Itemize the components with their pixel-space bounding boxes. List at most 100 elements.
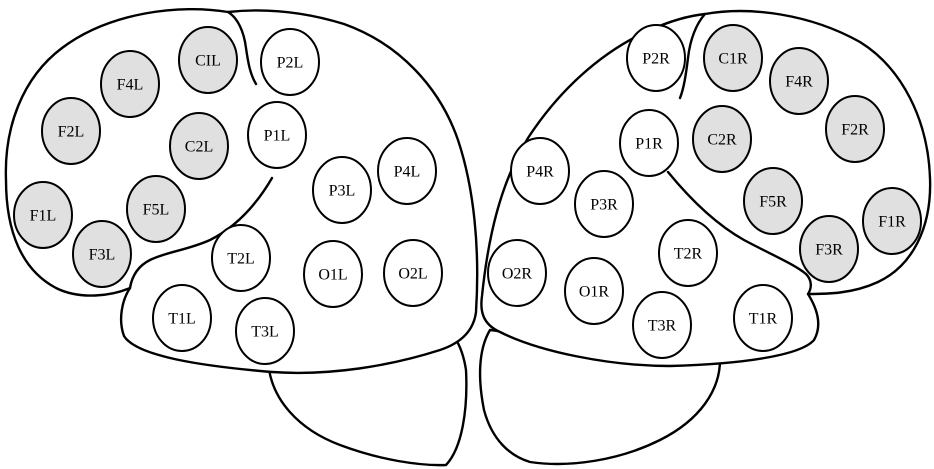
electrode-t3l: T3L [235, 297, 295, 365]
electrode-label-p2r: P2R [642, 51, 670, 68]
electrode-marker-p3l [312, 156, 372, 224]
electrode-label-o2r: O2R [502, 266, 533, 283]
left-sylvian-fissure [128, 176, 274, 290]
electrode-marker-t1l [152, 284, 212, 352]
electrode-label-cil: CIL [195, 53, 221, 70]
electrode-p2l: P2L [260, 28, 320, 96]
electrode-marker-f2r [825, 95, 885, 163]
electrode-label-f3l: F3L [89, 247, 116, 264]
electrode-marker-f1l [13, 181, 73, 249]
electrode-f3l: F3L [72, 220, 132, 288]
left-electrode-group: CIL P2L F4L F2L P1L C2L P4L P3L F1L F5L F3L T2L O1L O… [13, 26, 443, 365]
electrode-label-p1r: P1R [635, 136, 663, 153]
electrode-f4r: F4R [769, 47, 829, 115]
electrode-p1r: P1R [619, 109, 679, 177]
electrode-label-f3r: F3R [815, 242, 843, 259]
electrode-label-p1l: P1L [264, 128, 291, 145]
electrode-marker-f3l [72, 220, 132, 288]
electrode-marker-cil [178, 26, 238, 94]
electrode-p4l: P4L [377, 137, 437, 205]
electrode-label-p2l: P2L [277, 55, 304, 72]
electrode-marker-c1r [703, 24, 763, 92]
electrode-label-o1l: O1L [318, 267, 347, 284]
electrode-label-f1l: F1L [30, 208, 57, 225]
electrode-c2r: C2R [692, 105, 752, 173]
electrode-label-f1r: F1R [878, 214, 906, 231]
electrode-label-f5l: F5L [143, 202, 170, 219]
electrode-f2r: F2R [825, 95, 885, 163]
electrode-marker-p2r [626, 24, 686, 92]
electrode-f2l: F2L [41, 97, 101, 165]
electrode-label-p4r: P4R [526, 164, 554, 181]
electrode-label-c2r: C2R [707, 132, 737, 149]
electrode-label-p4l: P4L [394, 164, 421, 181]
electrode-f3r: F3R [799, 215, 859, 283]
electrode-marker-t2r [658, 219, 718, 287]
electrode-marker-o2l [383, 239, 443, 307]
electrode-label-t3r: T3R [648, 318, 677, 335]
right-sylvian-fissure [666, 170, 812, 296]
electrode-marker-f5l [126, 175, 186, 243]
electrode-label-p3r: P3R [590, 197, 618, 214]
electrode-marker-f4l [100, 50, 160, 118]
electrode-label-c2l: C2L [185, 139, 213, 156]
left-central-sulcus [226, 10, 258, 86]
electrode-marker-f5r [743, 167, 803, 235]
electrode-p2r: P2R [626, 24, 686, 92]
electrode-marker-o1l [303, 240, 363, 308]
electrode-f5l: F5L [126, 175, 186, 243]
electrode-marker-f4r [769, 47, 829, 115]
electrode-label-t3l: T3L [251, 324, 279, 341]
electrode-label-f2l: F2L [58, 124, 85, 141]
electrode-marker-p4r [510, 137, 570, 205]
electrode-t1l: T1L [152, 284, 212, 352]
electrode-marker-p3r [574, 170, 634, 238]
right-central-sulcus [678, 12, 707, 100]
electrode-marker-o1r [564, 257, 624, 325]
electrode-label-t2r: T2R [674, 246, 703, 263]
electrode-label-f2r: F2R [841, 122, 869, 139]
electrode-t2l: T2L [211, 224, 271, 292]
electrode-f1l: F1L [13, 181, 73, 249]
electrode-c1r: C1R [703, 24, 763, 92]
electrode-marker-t1r [733, 284, 793, 352]
electrode-o1l: O1L [303, 240, 363, 308]
left-hemisphere: CIL P2L F4L F2L P1L C2L P4L P3L F1L F5L F3L T2L O1L O… [4, 7, 479, 467]
electrode-marker-c2l [169, 112, 229, 180]
electrode-label-c1r: C1R [718, 51, 748, 68]
electrode-t1r: T1R [733, 284, 793, 352]
electrode-marker-t3r [632, 291, 692, 359]
electrode-label-f4r: F4R [785, 74, 813, 91]
electrode-label-f4l: F4L [117, 77, 144, 94]
electrode-marker-c2r [692, 105, 752, 173]
electrode-marker-p1r [619, 109, 679, 177]
electrode-o2r: O2R [487, 239, 547, 307]
electrode-t2r: T2R [658, 219, 718, 287]
electrode-label-o1r: O1R [579, 284, 610, 301]
electrode-label-o2l: O2L [398, 266, 427, 283]
electrode-marker-p1l [247, 101, 307, 169]
electrode-c2l: C2L [169, 112, 229, 180]
right-hemisphere: P2R C1R F4R C2R F2R P1R P4R P3R F5R F1R T2R F3R O2R O… [478, 9, 932, 466]
electrode-marker-f2l [41, 97, 101, 165]
electrode-f5r: F5R [743, 167, 803, 235]
electrode-label-t1l: T1L [168, 311, 196, 328]
electrode-marker-p4l [377, 137, 437, 205]
electrode-f4l: F4L [100, 50, 160, 118]
electrode-label-f5r: F5R [759, 194, 787, 211]
electrode-p4r: P4R [510, 137, 570, 205]
electrode-marker-f1r [862, 187, 922, 255]
electrode-o1r: O1R [564, 257, 624, 325]
right-electrode-group: P2R C1R F4R C2R F2R P1R P4R P3R F5R F1R T2R F3R O2R O… [487, 24, 922, 359]
electrode-marker-f3r [799, 215, 859, 283]
electrode-p1l: P1L [247, 101, 307, 169]
electrode-label-p3l: P3L [329, 183, 356, 200]
electrode-p3l: P3L [312, 156, 372, 224]
electrode-cil: CIL [178, 26, 238, 94]
electrode-label-t2l: T2L [227, 251, 255, 268]
electrode-f1r: F1R [862, 187, 922, 255]
electrode-marker-t3l [235, 297, 295, 365]
electrode-t3r: T3R [632, 291, 692, 359]
